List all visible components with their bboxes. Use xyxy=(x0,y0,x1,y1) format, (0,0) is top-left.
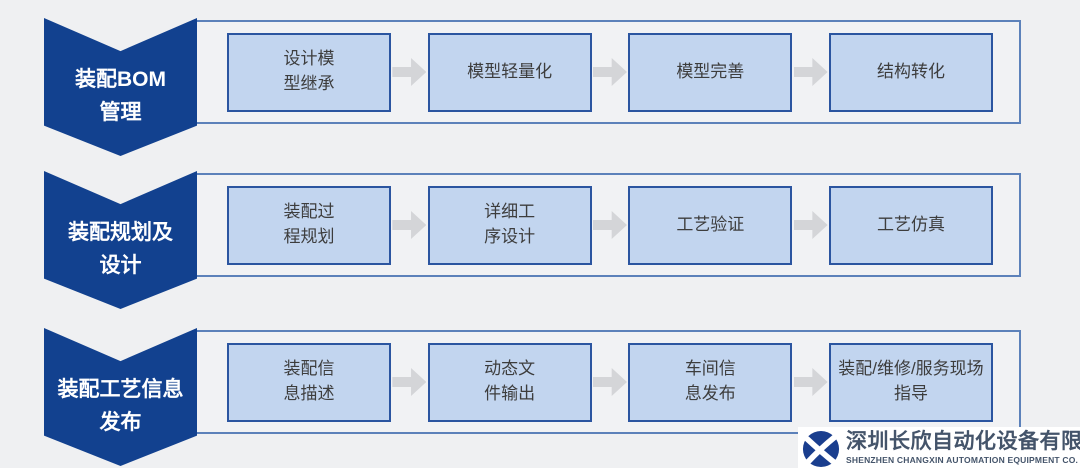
flow-row-process-info-release: 装配信 息描述 动态文 件输出 车间信 息发布 装配/维修/服务现场 指导 装配… xyxy=(0,328,1080,468)
flow-arrow-icon xyxy=(592,211,627,239)
step-label: 动态文 件输出 xyxy=(484,359,536,403)
flow-arrow-icon xyxy=(793,211,828,239)
step-label: 详细工 序设计 xyxy=(484,202,536,246)
flow-arrow-icon xyxy=(392,211,427,239)
step-box: 模型完善 xyxy=(628,32,793,112)
step-label: 结构转化 xyxy=(876,61,945,81)
step-label: 工艺仿真 xyxy=(876,214,945,234)
flow-arrow-icon xyxy=(592,368,627,396)
step-box: 结构转化 xyxy=(828,32,993,112)
company-name-cn: 深圳长欣自动化设备有限公司 xyxy=(846,430,1080,453)
stage-chevron-planning-design: 装配规划及 设计 xyxy=(44,171,197,309)
stage-label: 装配工艺信息 发布 xyxy=(57,378,184,434)
step-box: 模型轻量化 xyxy=(427,32,592,112)
step-label: 装配过 程规划 xyxy=(283,202,335,246)
flow-row-planning-design: 装配过 程规划 详细工 序设计 工艺验证 工艺仿真 装配规划及 设计 xyxy=(0,171,1080,311)
flow-row-bom-management: 设计模 型继承 模型轻量化 模型完善 结构转化 装配BOM 管理 xyxy=(0,18,1080,158)
step-label: 工艺验证 xyxy=(676,214,745,234)
step-label: 车间信 息发布 xyxy=(684,359,736,403)
step-box: 车间信 息发布 xyxy=(628,342,793,422)
flow-arrow-icon xyxy=(392,58,427,86)
row-steps-container: 设计模 型继承 模型轻量化 模型完善 结构转化 xyxy=(195,20,1021,124)
stage-chevron-process-info-release: 装配工艺信息 发布 xyxy=(44,328,197,466)
row-steps-container: 装配信 息描述 动态文 件输出 车间信 息发布 装配/维修/服务现场 指导 xyxy=(195,330,1021,434)
company-logo-icon xyxy=(802,430,840,468)
company-name-block: 深圳长欣自动化设备有限公司 SHENZHEN CHANGXIN AUTOMATI… xyxy=(846,427,1080,465)
step-box: 详细工 序设计 xyxy=(427,185,592,265)
row-steps-container: 装配过 程规划 详细工 序设计 工艺验证 工艺仿真 xyxy=(195,173,1021,277)
step-box: 装配信 息描述 xyxy=(227,342,391,422)
flow-arrow-icon xyxy=(793,58,828,86)
step-box: 设计模 型继承 xyxy=(227,32,391,112)
step-box: 工艺验证 xyxy=(628,185,793,265)
step-box: 动态文 件输出 xyxy=(427,342,592,422)
stage-label: 装配BOM 管理 xyxy=(75,68,166,124)
stage-chevron-bom-management: 装配BOM 管理 xyxy=(44,18,197,156)
step-label: 设计模 型继承 xyxy=(283,49,335,93)
flow-arrow-icon xyxy=(793,368,828,396)
step-box: 装配/维修/服务现场 指导 xyxy=(828,342,993,422)
flow-arrow-icon xyxy=(392,368,427,396)
step-label: 模型轻量化 xyxy=(467,61,553,81)
stage-label: 装配规划及 设计 xyxy=(68,221,173,277)
step-label: 装配信 息描述 xyxy=(283,359,335,403)
step-box: 工艺仿真 xyxy=(828,185,993,265)
step-label: 模型完善 xyxy=(676,61,745,81)
flow-arrow-icon xyxy=(592,58,627,86)
step-box: 装配过 程规划 xyxy=(227,185,391,265)
company-footer: 深圳长欣自动化设备有限公司 SHENZHEN CHANGXIN AUTOMATI… xyxy=(798,427,1080,468)
step-label: 装配/维修/服务现场 指导 xyxy=(838,359,984,403)
company-name-en: SHENZHEN CHANGXIN AUTOMATION EQUIPMENT C… xyxy=(846,455,1080,466)
